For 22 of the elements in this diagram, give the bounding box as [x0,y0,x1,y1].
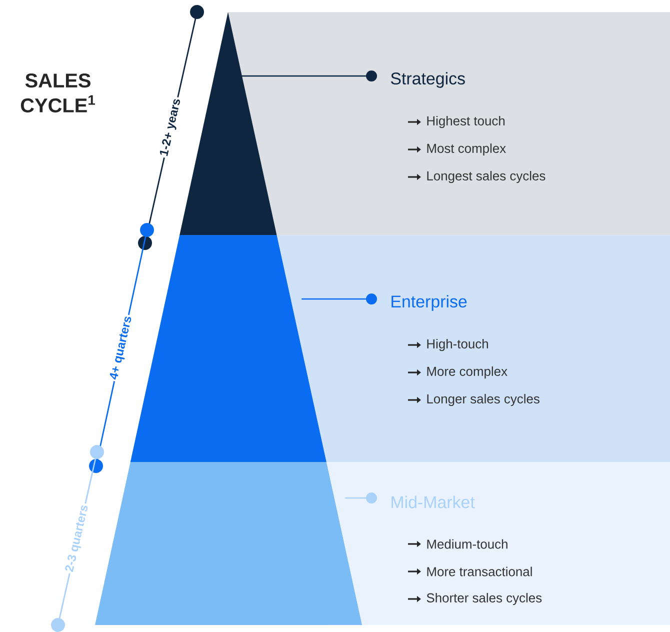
tier-heading: Mid-Market [392,496,475,508]
bullet-text: High-touch [427,338,488,352]
bullet-text: Medium-touch [427,539,508,549]
bullet-text: More transactional [427,566,532,576]
title: SALES CYCLE$^{1}$ [20,74,96,112]
bullet-text: Longer sales cycles [427,394,540,406]
bullet-text: Shorter sales cycles [426,592,542,606]
timeline-label: 4+ quarters [107,313,136,383]
timeline-label: 2-3 quarters [62,502,92,575]
timeline-label: 1-2+ years [157,96,185,160]
bullet-text: Longest sales cycles [427,170,546,184]
leader-line [302,293,377,304]
leader-line [345,492,377,504]
tier-heading: Enterprise [392,295,467,311]
bullet-text: Most complex [427,143,506,156]
tier-heading: Strategics [390,72,465,88]
pyramid-tier [180,12,277,235]
pyramid-tier [95,462,362,625]
bullet-text: Highest touch [427,116,505,128]
pyramid-tier [130,234,326,462]
bullet-text: More complex [427,366,508,379]
leader-line [241,70,377,82]
